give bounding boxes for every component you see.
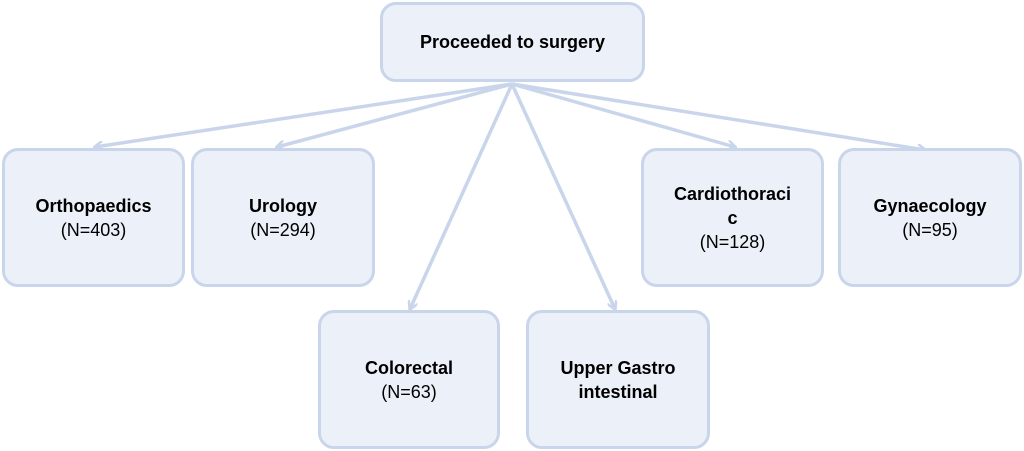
node-name: Orthopaedics	[35, 195, 152, 216]
node-name: Colorectal	[364, 357, 454, 378]
node-count: (N=63)	[381, 381, 437, 402]
root-label: Proceeded to surgery	[419, 32, 606, 52]
node-cardiothoracic: Cardiothoracic (N=128)	[641, 148, 824, 287]
arrow-to-orthopaedics	[95, 82, 513, 147]
arrow-to-colorectal	[410, 83, 514, 309]
node-name: Urology	[248, 195, 317, 216]
node-count: (N=128)	[699, 231, 766, 252]
node-upper-gastrointestinal: Upper Gastrointestinal	[526, 310, 710, 449]
node-gynaecology: Gynaecology (N=95)	[838, 148, 1022, 287]
node-count: (N=95)	[902, 219, 958, 240]
node-name: Gynaecology	[873, 195, 987, 216]
node-colorectal: Colorectal (N=63)	[318, 310, 500, 449]
arrow-to-cardiothoracic	[511, 82, 735, 147]
node-name: Cardiothoracic	[673, 183, 792, 228]
arrow-to-urology	[277, 82, 513, 147]
node-count: (N=403)	[60, 219, 127, 240]
arrow-to-gynaecology	[511, 82, 925, 150]
node-urology: Urology (N=294)	[191, 148, 375, 287]
node-count: (N=294)	[250, 219, 316, 240]
arrow-to-upper-gastrointestinal	[510, 83, 615, 309]
node-orthopaedics: Orthopaedics (N=403)	[2, 148, 185, 287]
root-node: Proceeded to surgery	[380, 2, 645, 82]
node-name: Upper Gastrointestinal	[560, 357, 676, 402]
